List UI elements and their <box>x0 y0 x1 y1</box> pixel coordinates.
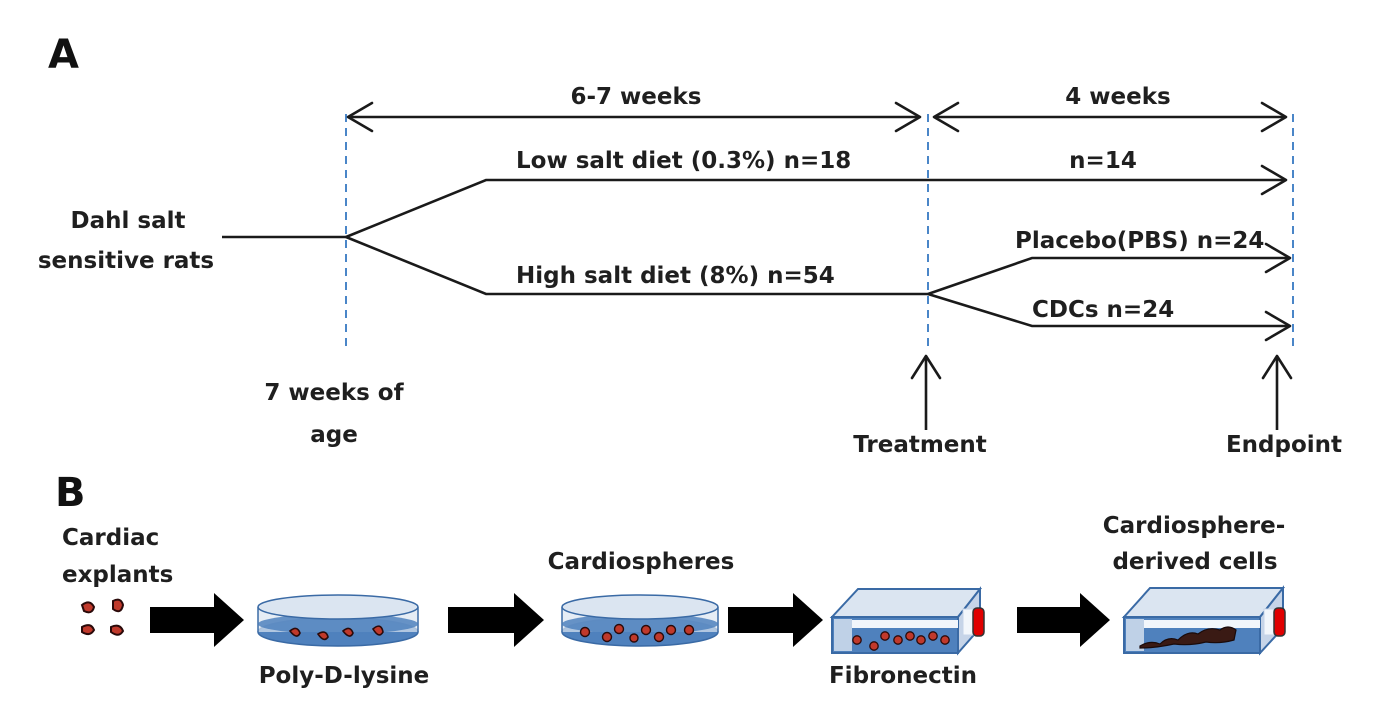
age-label-line1: 7 weeks of <box>264 380 404 406</box>
high-salt-label: High salt diet (8%) n=54 <box>516 263 835 289</box>
placebo-branch-line <box>927 256 1290 296</box>
treatment-label: Treatment <box>853 432 987 458</box>
cdcs-label: CDCs n=24 <box>1032 297 1174 323</box>
placebo-label: Placebo(PBS) n=24 <box>1015 228 1264 254</box>
cardiospheres-label: Cardiospheres <box>548 549 735 575</box>
explants-label-line2: explants <box>62 562 173 588</box>
cdcs-branch-line <box>927 292 1290 328</box>
endpoint-label: Endpoint <box>1226 432 1342 458</box>
cdcs-arrowhead <box>1264 310 1292 342</box>
high-salt-branch-line <box>345 235 928 296</box>
low-salt-label: Low salt diet (0.3%) n=18 <box>516 148 851 174</box>
duration-label-first: 6-7 weeks <box>571 84 702 110</box>
duration-arrow-4-weeks <box>932 101 1288 133</box>
start-label-line2: sensitive rats <box>38 248 214 274</box>
placebo-arrowhead <box>1264 242 1292 274</box>
fibronectin-label: Fibronectin <box>829 663 977 689</box>
start-label-line1: Dahl salt <box>71 208 186 234</box>
panel-b-label: B <box>55 470 86 516</box>
cdc-label-line1: Cardiosphere- <box>1103 513 1286 539</box>
low-salt-end-label: n=14 <box>1069 148 1137 174</box>
culture-dish-cardiospheres-icon <box>561 594 719 647</box>
panel-a-label: A <box>48 32 79 78</box>
explants-label-line1: Cardiac <box>62 525 159 551</box>
step-arrow-4 <box>1017 593 1110 647</box>
poly-d-lysine-label: Poly-D-lysine <box>259 663 430 689</box>
culture-flask-cdcs-icon <box>1121 585 1286 656</box>
low-salt-arrowhead <box>1260 164 1288 196</box>
step-arrow-3 <box>728 593 823 647</box>
duration-arrow-6-7-weeks <box>346 101 922 133</box>
culture-flask-fibronectin-icon <box>829 586 985 656</box>
low-salt-branch-line <box>345 178 1286 239</box>
culture-dish-poly-d-lysine-icon <box>257 594 419 647</box>
step-arrow-2 <box>448 593 544 647</box>
endpoint-marker-arrow <box>1261 354 1293 430</box>
treatment-marker-arrow <box>910 354 942 430</box>
step-arrow-1 <box>150 593 244 647</box>
cdc-label-line2: derived cells <box>1112 549 1277 575</box>
duration-label-second: 4 weeks <box>1065 84 1170 110</box>
cardiac-explants-icon <box>80 598 125 636</box>
age-label-line2: age <box>310 422 358 448</box>
